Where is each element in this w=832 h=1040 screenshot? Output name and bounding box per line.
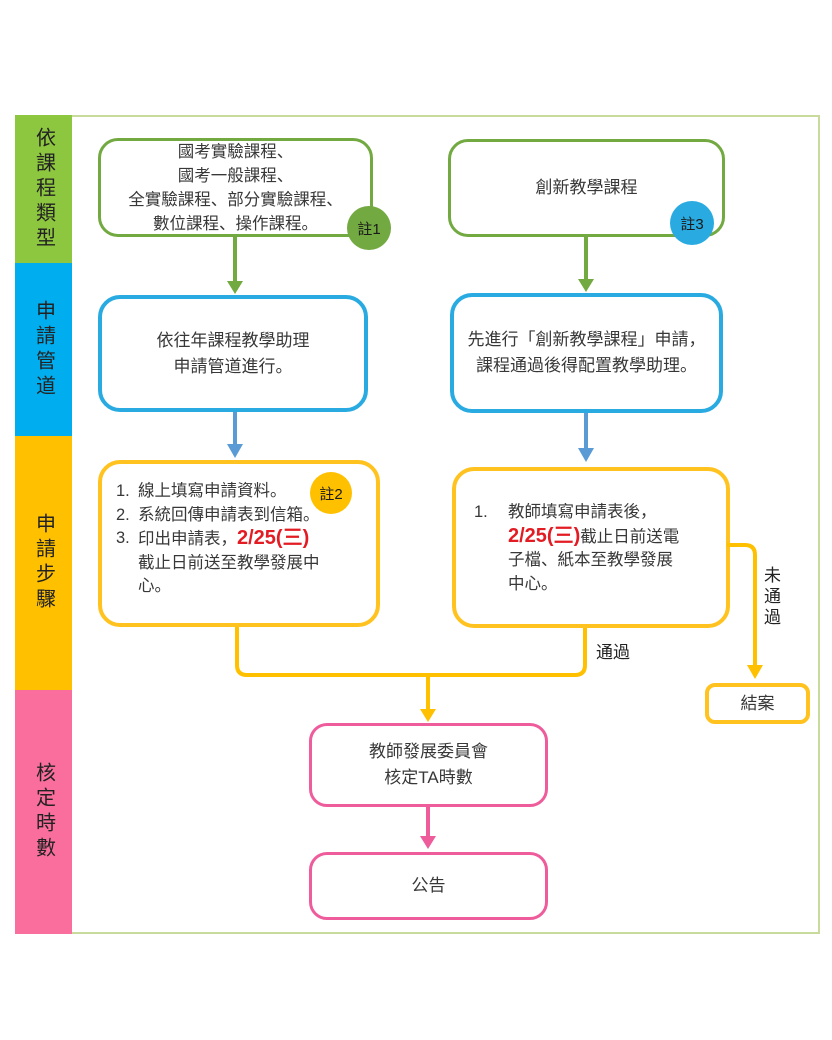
sidebar-section-channel: 申請管道 — [15, 263, 72, 436]
step-text-post: 截止日前送至教學發展中心。 — [138, 553, 320, 596]
deadline-right: 2/25(三) — [508, 524, 581, 547]
sidebar-label-steps: 申請步驟 — [32, 513, 55, 613]
steps-left-item3: 3. 印出申請表，2/25(三) 截止日前送至教學發展中心。 — [102, 527, 376, 599]
course-type-left-line1: 國考實驗課程、 — [177, 142, 294, 161]
steps-right-box: 1. 教師填寫申請表後， 2/25(三)截止日前送電子檔、紙本至教學發展中心。 — [452, 467, 730, 628]
pass-label: 通過 — [596, 643, 630, 662]
note1-badge: 註1 — [347, 206, 391, 250]
channel-right-box: 先進行「創新教學課程」申請， 課程通過後得配置教學助理。 — [450, 293, 723, 413]
step-text-post: 截止日前送電子檔、紙本至教學發展中心。 — [508, 527, 680, 593]
steps-left-item2: 2. 系統回傳申請表到信箱。 — [102, 504, 376, 528]
channel-right-line1: 先進行「創新教學課程」申請， — [467, 330, 706, 349]
note3-badge: 註3 — [670, 201, 714, 245]
note2-badge: 註2 — [310, 472, 352, 514]
sidebar-section-steps: 申請步驟 — [15, 436, 72, 690]
sidebar-label-channel: 申請管道 — [32, 299, 55, 400]
fail-label: 未通過 — [761, 566, 780, 629]
step-text-pre: 印出申請表， — [138, 530, 237, 548]
step-text: 教師填寫申請表後， 2/25(三)截止日前送電子檔、紙本至教學發展中心。 — [508, 501, 686, 596]
sidebar-label-hours: 核定時數 — [32, 762, 55, 862]
announce-box: 公告 — [309, 852, 548, 920]
closed-case-box: 結案 — [705, 683, 810, 724]
committee-line1: 教師發展委員會 — [369, 742, 488, 761]
step-number: 1. — [474, 503, 488, 521]
step-text: 系統回傳申請表到信箱。 — [138, 505, 320, 524]
sidebar-label-course-type: 依課程類型 — [32, 126, 55, 252]
step-number: 3. — [116, 529, 130, 547]
step-text: 線上填寫申請資料。 — [138, 482, 287, 500]
sidebar-section-course-type: 依課程類型 — [15, 115, 72, 263]
step-number: 1. — [116, 482, 130, 500]
step-text-pre: 教師填寫申請表後， — [508, 503, 657, 521]
sidebar-section-hours: 核定時數 — [15, 690, 72, 934]
course-type-left-line3: 全實驗課程、部分實驗課程、 — [128, 190, 343, 209]
steps-left-item1: 1. 線上填寫申請資料。 — [102, 480, 376, 504]
deadline-left: 2/25(三) — [237, 527, 310, 549]
course-type-right-text: 創新教學課程 — [535, 178, 638, 197]
course-type-left-line4: 數位課程、操作課程。 — [153, 214, 318, 233]
committee-box: 教師發展委員會 核定TA時數 — [309, 723, 548, 807]
channel-right-line2: 課程通過後得配置教學助理。 — [476, 356, 697, 375]
committee-line2: 核定TA時數 — [384, 768, 473, 787]
course-type-left-box: 國考實驗課程、 國考一般課程、 全實驗課程、部分實驗課程、 數位課程、操作課程。 — [98, 138, 373, 237]
course-type-left-line2: 國考一般課程、 — [177, 166, 294, 185]
channel-left-line2: 申請管道進行。 — [173, 356, 293, 376]
step-number: 2. — [116, 505, 130, 524]
steps-right-item1: 1. 教師填寫申請表後， 2/25(三)截止日前送電子檔、紙本至教學發展中心。 — [456, 501, 726, 596]
course-type-right-box: 創新教學課程 — [448, 139, 725, 237]
step-text: 印出申請表，2/25(三) 截止日前送至教學發展中心。 — [138, 527, 343, 599]
channel-left-line1: 依往年課程教學助理 — [156, 330, 310, 350]
channel-left-box: 依往年課程教學助理 申請管道進行。 — [98, 295, 368, 412]
